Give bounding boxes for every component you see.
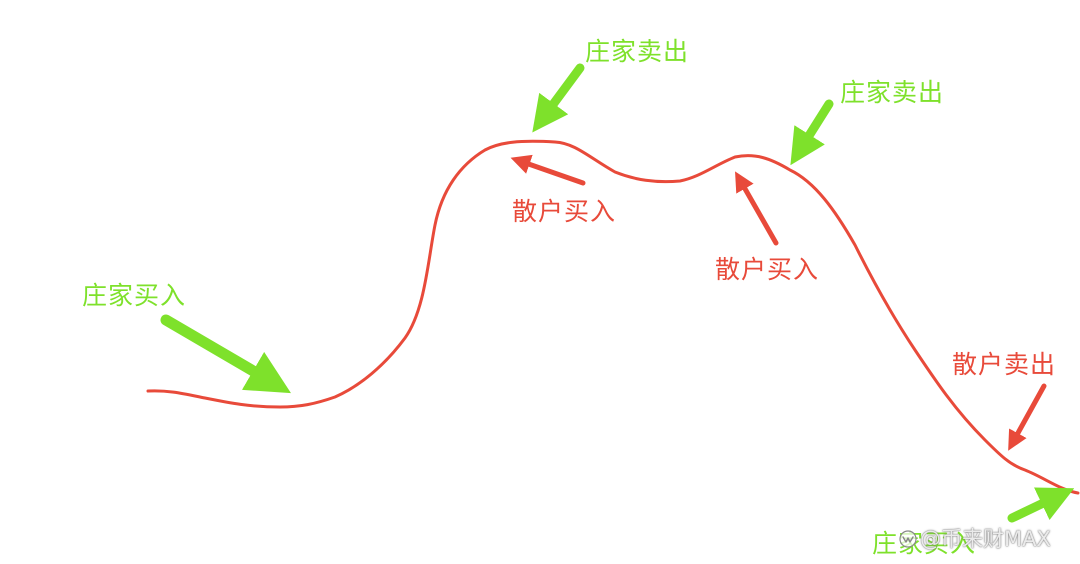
arrow-dealer-buy-bottom xyxy=(1007,487,1075,523)
watermark: @币来财MAX xyxy=(898,526,1051,552)
arrow-retail-sell-right xyxy=(1008,383,1047,451)
label-dealer-sell-peak1: 庄家卖出 xyxy=(585,37,690,66)
arrow-dealer-sell-peak2 xyxy=(790,99,834,166)
arrow-dealer-buy-left xyxy=(160,314,291,394)
label-retail-sell-right: 散户卖出 xyxy=(952,350,1057,379)
label-retail-buy-peak2: 散户买入 xyxy=(715,255,820,284)
arrow-dealer-sell-peak1 xyxy=(532,63,585,133)
label-dealer-sell-peak2: 庄家卖出 xyxy=(840,78,945,107)
arrow-retail-buy-peak2 xyxy=(735,171,779,246)
arrow-retail-buy-peak1 xyxy=(510,154,586,186)
label-dealer-buy-left: 庄家买入 xyxy=(82,281,187,310)
price-curve-line xyxy=(146,139,1080,495)
wechat-channel-icon xyxy=(899,530,917,548)
label-retail-buy-peak1: 散户买入 xyxy=(512,197,617,226)
watermark-text: @币来财MAX xyxy=(920,527,1051,551)
label-dealer-buy-bottom: 庄家买入 xyxy=(872,529,977,558)
